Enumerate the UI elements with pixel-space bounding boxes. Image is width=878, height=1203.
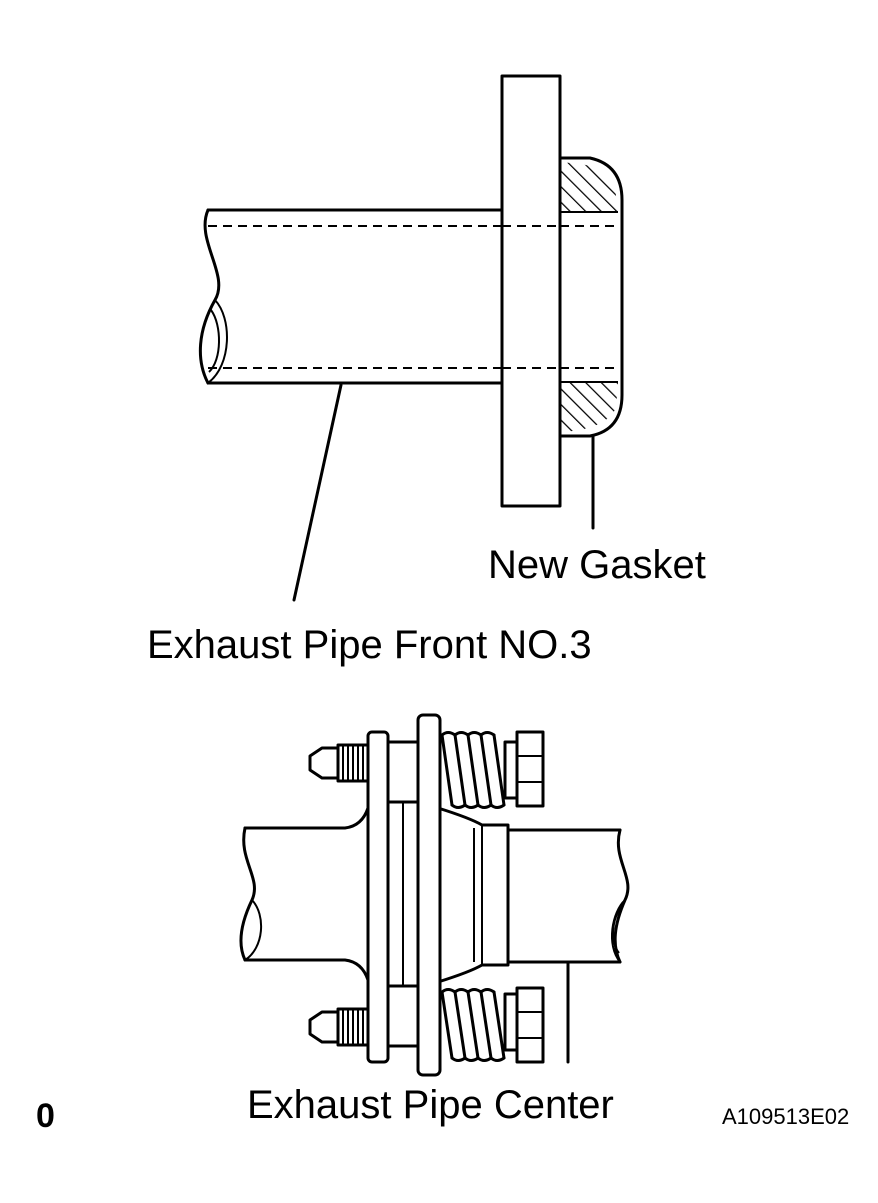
upper-bolt (308, 730, 545, 808)
front-pipe-leader-line (292, 383, 343, 602)
left-flange (366, 730, 390, 1064)
front-flange (500, 74, 562, 508)
gasket-shape (553, 156, 624, 438)
spherical-joint (437, 806, 510, 984)
exhaust-pipe-center-label: Exhaust Pipe Center (247, 1083, 614, 1127)
upper-spring (440, 731, 506, 809)
right-flange (416, 713, 442, 1077)
lower-spring (440, 988, 506, 1062)
exhaust-pipe-front-label: Exhaust Pipe Front NO.3 (147, 623, 592, 667)
front-pipe (198, 208, 618, 385)
front-pipe-assembly: New Gasket Exhaust Pipe Front NO.3 (147, 74, 706, 667)
lower-bolt (308, 984, 545, 1064)
new-gasket-label: New Gasket (488, 543, 706, 587)
figure-code: A109513E02 (722, 1104, 849, 1129)
corner-mark: 0 (36, 1097, 55, 1135)
center-pipe-assembly: Exhaust Pipe Center (239, 713, 630, 1127)
right-pipe (506, 828, 630, 964)
left-pipe (239, 806, 370, 982)
